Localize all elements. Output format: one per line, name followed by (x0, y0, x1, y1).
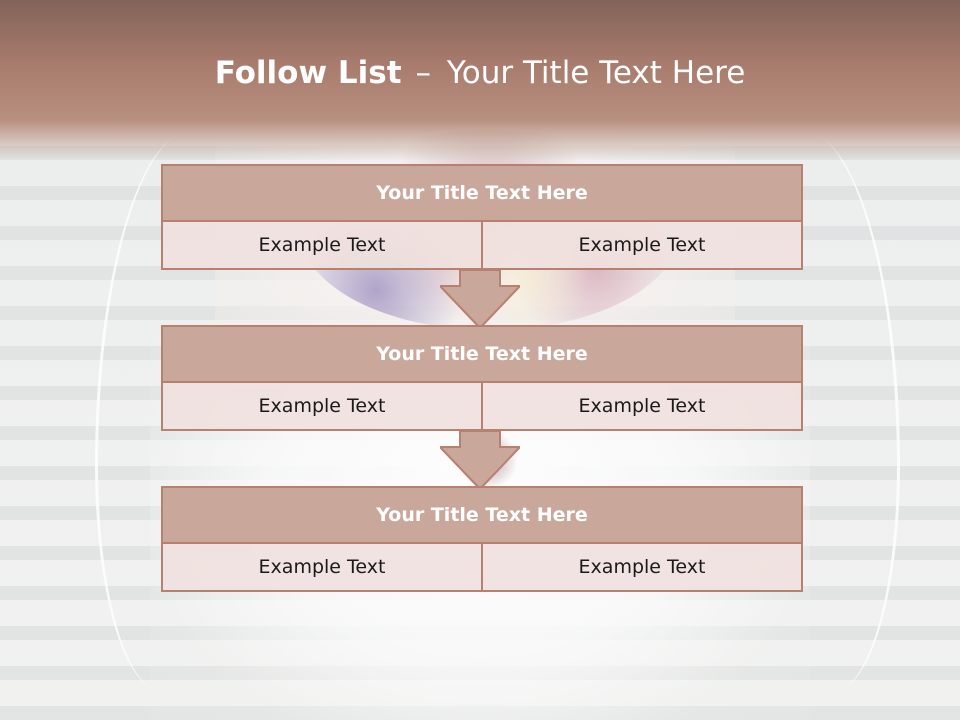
step-title: Your Title Text Here (163, 327, 801, 383)
step-row: Example Text Example Text (163, 383, 801, 429)
step-cell-right: Example Text (481, 544, 801, 590)
down-arrow-icon (440, 431, 520, 491)
header-band (0, 0, 960, 160)
step-box-3: Your Title Text Here Example Text Exampl… (161, 486, 803, 592)
slide-title-dash: – (415, 55, 432, 91)
down-arrow-icon (440, 270, 520, 330)
step-row: Example Text Example Text (163, 544, 801, 590)
step-cell-left: Example Text (258, 395, 386, 417)
step-row: Example Text Example Text (163, 222, 801, 268)
background-photo-veil-left (95, 130, 258, 690)
step-cell-left: Example Text (258, 234, 386, 256)
step-cell-right: Example Text (481, 383, 801, 429)
step-cell-left: Example Text (258, 556, 386, 578)
background-photo-veil-right (737, 130, 900, 690)
step-box-2: Your Title Text Here Example Text Exampl… (161, 325, 803, 431)
slide-title-rest: Your Title Text Here (446, 55, 746, 91)
step-title: Your Title Text Here (163, 166, 801, 222)
step-cell-right: Example Text (481, 222, 801, 268)
slide-title-bold: Follow List (214, 55, 402, 91)
step-box-1: Your Title Text Here Example Text Exampl… (161, 164, 803, 270)
slide-title: Follow List– Your Title Text Here (0, 55, 960, 91)
step-title: Your Title Text Here (163, 488, 801, 544)
